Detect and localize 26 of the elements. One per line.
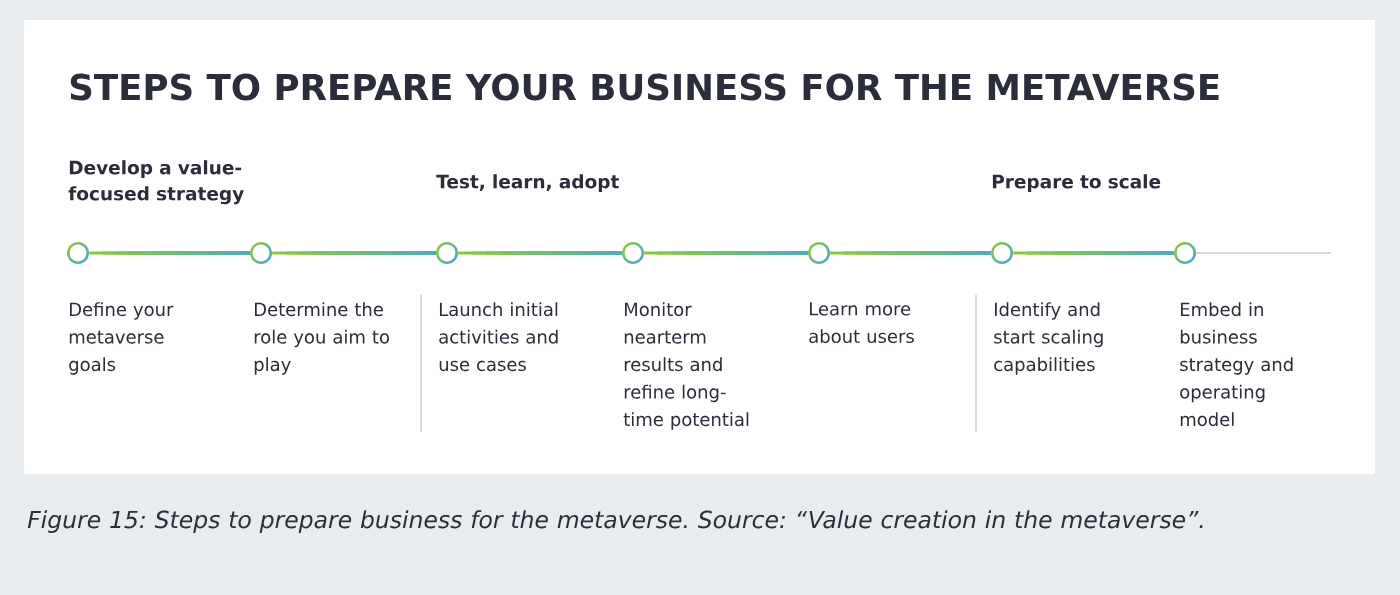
timeline-line xyxy=(830,251,991,255)
title: STEPS TO PREPARE YOUR BUSINESS FOR THE METAVERSE xyxy=(70,73,1219,101)
phase-heading: Test, learn, adopt xyxy=(436,174,619,193)
step-text: Launch initial activities and use cases xyxy=(439,302,558,372)
timeline-line xyxy=(272,251,436,255)
timeline-circle xyxy=(1176,244,1194,262)
step-text: Monitor nearterm results and refine long-time potential xyxy=(623,302,749,430)
step-text: Learn more about users xyxy=(809,302,914,344)
timeline-line xyxy=(89,251,250,255)
timeline-line xyxy=(1195,252,1332,254)
step-text: Embed in business strategy and operating model xyxy=(1180,302,1293,427)
timeline-circle xyxy=(438,244,456,262)
timeline-circle xyxy=(252,244,270,262)
timeline-line xyxy=(458,251,622,255)
phase-heading: Prepare to scale xyxy=(992,174,1161,193)
caption: Figure 15: Steps to prepare business for the metaverse. Source: “Value creation in the metaverse”. xyxy=(27,510,1203,533)
phase-heading: Develop a value-focused strategy xyxy=(68,160,244,205)
timeline-circle xyxy=(69,244,87,262)
timeline-circle xyxy=(624,244,642,262)
step-text: Identify and start scaling capabilities xyxy=(994,302,1103,375)
timeline-circle xyxy=(810,244,828,262)
step-text: Define your metaverse goals xyxy=(69,302,174,375)
timeline-line xyxy=(1013,251,1174,255)
timeline-line xyxy=(644,251,808,255)
step-text: Determine the role you aim to play xyxy=(254,302,390,375)
timeline-circle xyxy=(993,244,1011,262)
